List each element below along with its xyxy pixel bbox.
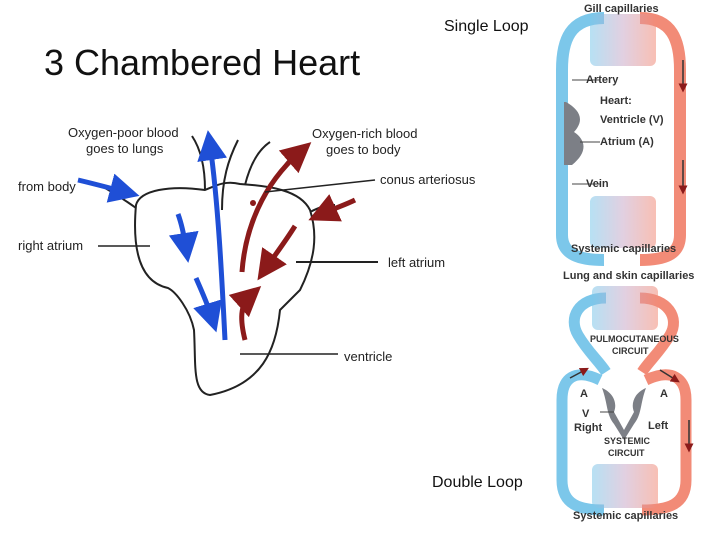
single-loop-red-side (639, 12, 686, 266)
atrium-a-label: Atrium (A) (600, 136, 654, 148)
double-loop-label: Double Loop (432, 474, 523, 491)
red-arrow-in-ventricle (228, 285, 262, 341)
pulmocutaneous-label-line1: PULMOCUTANEOUS (590, 334, 679, 344)
red-arrow-from-lungs (308, 194, 357, 222)
blue-arrow-in-atrium (168, 213, 199, 263)
systemic-circuit-label-line2: CIRCUIT (608, 448, 645, 458)
systemic-capillaries-label-2: Systemic capillaries (573, 510, 679, 522)
right-atrium-label: right atrium (18, 238, 84, 253)
double-loop-diagram (556, 286, 694, 516)
single-loop-label: Single Loop (444, 18, 529, 35)
oxygen-rich-label-line1: Oxygen-rich blood (312, 126, 418, 141)
gill-capillary-bed (590, 14, 656, 66)
a-left-label: A (580, 388, 588, 400)
left-atrium-label: left atrium (388, 255, 446, 270)
heart-label: Heart: (600, 95, 632, 107)
double-top-loop-red (637, 292, 679, 376)
systemic-capillary-bed-1 (590, 196, 656, 248)
single-loop-heart (564, 102, 584, 165)
red-arrow-in-left-atrium (257, 224, 298, 281)
from-body-label: from body (18, 179, 76, 194)
left-label: Left (648, 420, 669, 432)
systemic-capillary-bed-2 (592, 464, 658, 508)
lung-skin-capillaries-label: Lung and skin capillaries (563, 270, 695, 282)
gill-capillaries-label: Gill capillaries (584, 3, 659, 15)
red-dot (250, 200, 256, 206)
single-loop-blue-side (556, 12, 605, 266)
double-loop-heart (602, 388, 646, 440)
right-label: Right (574, 422, 603, 434)
single-loop-diagram (556, 12, 688, 266)
oxygen-poor-label-line2: goes to lungs (86, 141, 164, 156)
slide-title: 3 Chambered Heart (44, 42, 361, 83)
conus-arteriosus-label: conus arteriosus (380, 172, 476, 187)
red-arrow-to-body (239, 142, 312, 273)
artery-label: Artery (586, 74, 619, 86)
heart-outline (134, 181, 316, 397)
systemic-circuit-label-line1: SYSTEMIC (604, 436, 651, 446)
blue-arrow-from-body (77, 173, 140, 203)
vessel-right-1 (244, 141, 271, 186)
oxygen-rich-label-line2: goes to body (326, 142, 401, 157)
pulmocutaneous-label-line2: CIRCUIT (612, 346, 649, 356)
v-label: V (582, 408, 590, 420)
vein-label: Vein (586, 178, 609, 190)
vessel-left-1 (191, 135, 206, 191)
systemic-capillaries-label-1: Systemic capillaries (571, 243, 677, 255)
blue-arrow-to-ventricle (193, 277, 222, 333)
oxygen-poor-label-line1: Oxygen-poor blood (68, 125, 179, 140)
ventricle-v-label: Ventricle (V) (600, 114, 664, 126)
leader-conus (264, 179, 376, 193)
lung-capillary-bed (592, 286, 658, 330)
double-top-loop-blue (568, 292, 611, 376)
a-right-label: A (660, 388, 668, 400)
ventricle-label: ventricle (344, 349, 393, 364)
blue-arrow-to-lungs (197, 130, 228, 341)
vessel-left-2 (221, 139, 239, 211)
